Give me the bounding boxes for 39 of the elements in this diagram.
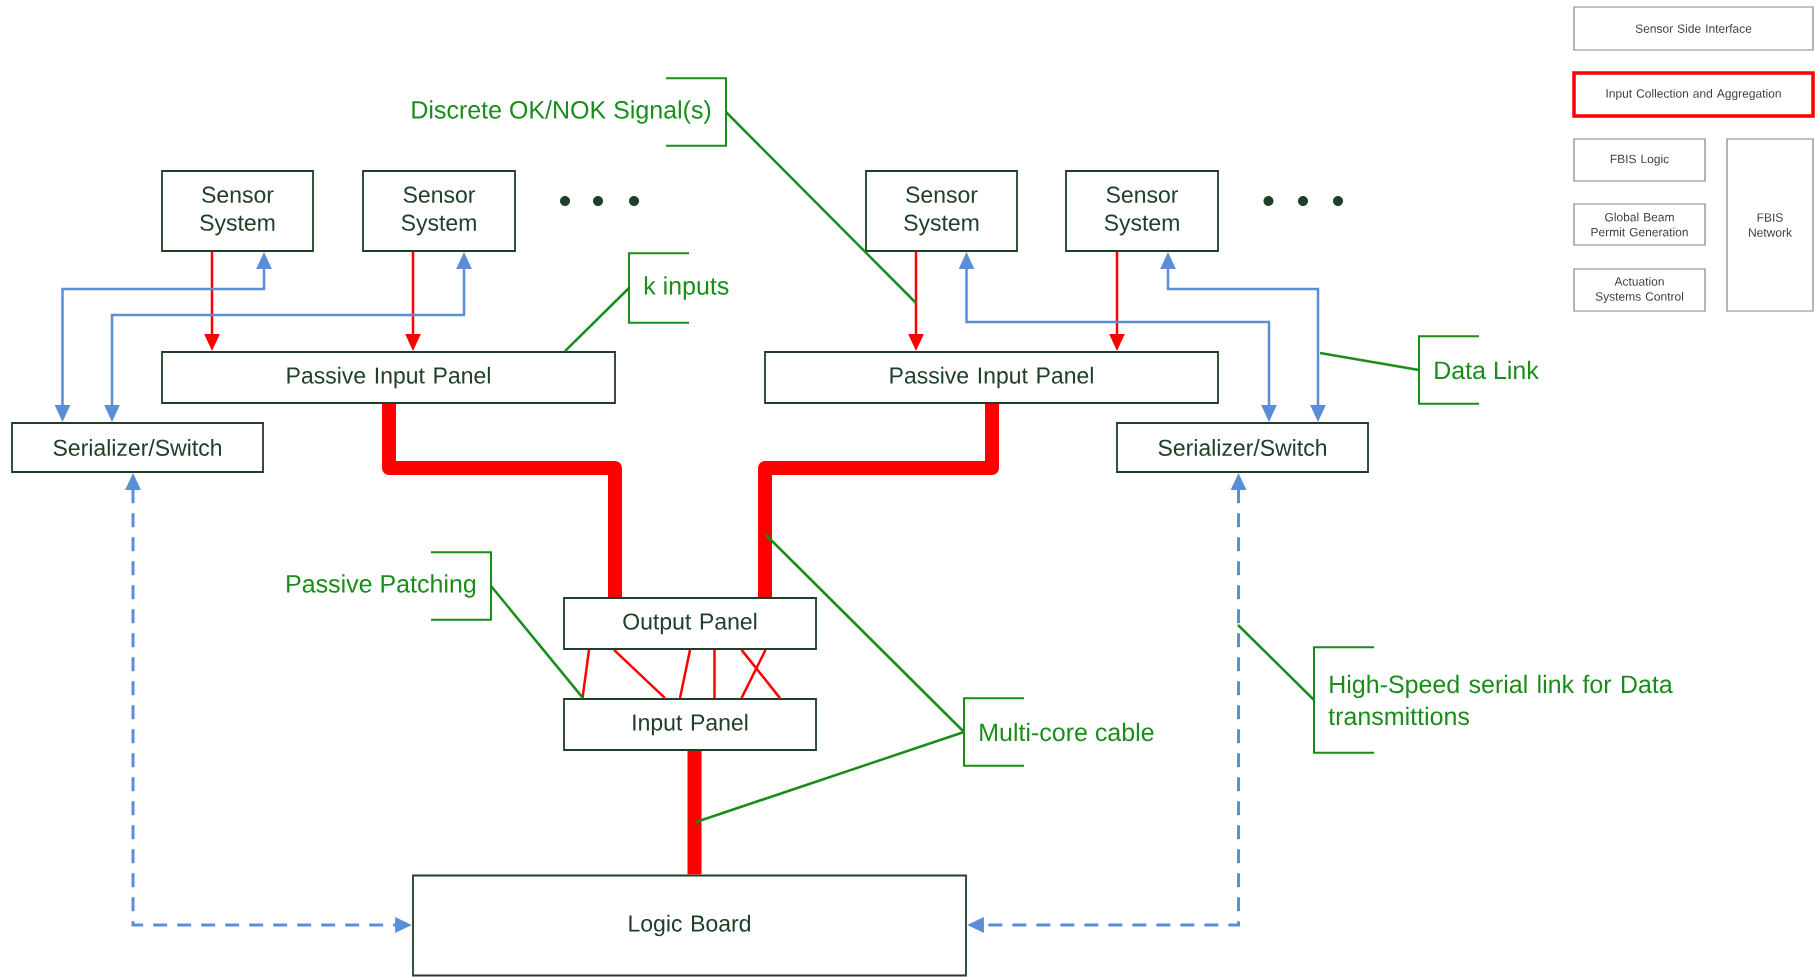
leader-line — [725, 111, 917, 304]
block-box: Sensor Side Interface — [1573, 6, 1814, 51]
process-box: Serializer/Switch — [11, 422, 264, 473]
leader-line — [1319, 351, 1420, 372]
leader-line — [765, 534, 965, 733]
callout: Discrete OK/NOK Signal(s) — [412, 77, 727, 147]
leader-line — [695, 730, 965, 824]
leader-line — [1237, 624, 1315, 701]
leader-line — [564, 287, 630, 352]
block-box: Actuation Systems Control — [1573, 268, 1706, 312]
process-box: Sensor System — [161, 170, 314, 252]
patch-line — [678, 649, 692, 699]
callout: Passive Patching — [287, 551, 492, 621]
cable — [687, 750, 702, 875]
process-box: Passive Input Panel — [764, 351, 1219, 404]
process-box: Serializer/Switch — [1116, 422, 1369, 473]
process-box: Sensor System — [865, 170, 1018, 252]
process-box: Output Panel — [563, 597, 817, 650]
callout: High-Speed serial link for Data transmittions — [1313, 646, 1673, 754]
process-box: Sensor System — [1065, 170, 1219, 252]
process-box: Passive Input Panel — [161, 351, 616, 404]
block-box: FBIS Logic — [1573, 138, 1706, 182]
cable — [758, 403, 999, 598]
patch-line — [713, 649, 716, 699]
block-box: Input Collection and Aggregation — [1572, 71, 1815, 118]
patch-line — [740, 649, 767, 699]
block-box: FBIS Network — [1726, 138, 1814, 312]
process-box: Sensor System — [362, 170, 516, 252]
patch-line — [613, 649, 666, 699]
process-box: Input Panel — [563, 698, 817, 751]
cable — [382, 403, 622, 598]
callout: Data Link — [1418, 335, 1539, 405]
block-box: Global Beam Permit Generation — [1573, 203, 1706, 246]
callout: Multi-core cable — [963, 697, 1154, 767]
callout: k inputs — [628, 252, 729, 324]
patch-line — [740, 649, 781, 699]
patch-line — [581, 649, 591, 699]
leader-line — [490, 585, 584, 699]
process-box: Logic Board — [412, 874, 967, 977]
